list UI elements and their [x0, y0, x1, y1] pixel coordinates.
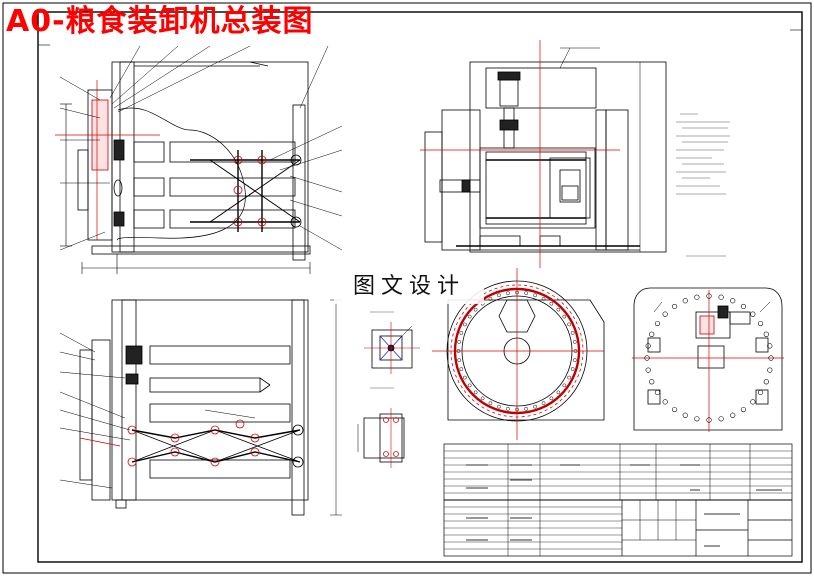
ring-bolt-hole — [562, 314, 567, 319]
side-view — [420, 40, 667, 268]
ring-bolt-hole — [459, 367, 464, 371]
bolt-hole — [750, 399, 756, 405]
ring-bolt-hole — [467, 314, 472, 319]
bolt-hole — [730, 412, 736, 418]
bolt-hole — [662, 311, 668, 317]
ring-bolt-hole — [572, 339, 577, 344]
bolt-hole — [767, 367, 773, 373]
ring-bolt-hole — [556, 307, 561, 312]
bolt-hole — [645, 343, 651, 349]
top-view — [59, 299, 342, 516]
base-plate-view — [632, 287, 784, 432]
bolt-hole — [740, 303, 747, 310]
ring-bolt-hole — [562, 383, 567, 388]
ring-bolt-hole — [570, 331, 575, 335]
bolt-hole — [767, 343, 773, 349]
ring-bolt-hole — [457, 339, 462, 344]
watermark-text: 图文设计 — [334, 270, 484, 304]
bolt-hole — [644, 355, 650, 361]
ring-bolt-hole — [549, 396, 554, 401]
ring-bolt-hole — [549, 301, 554, 306]
ring-bolt-hole — [524, 406, 529, 411]
ring-bolt-hole — [556, 390, 561, 395]
ring-bolt-hole — [473, 390, 478, 395]
bolt-hole — [763, 331, 769, 337]
bolt-hole — [757, 389, 764, 396]
ring-bolt-hole — [567, 322, 571, 327]
ring-bolt-hole — [505, 406, 510, 411]
bolt-hole — [662, 399, 668, 405]
ring-bolt-hole — [515, 290, 519, 295]
bolt-hole — [694, 416, 700, 422]
bolt-hole — [654, 389, 661, 396]
bolt-hole — [750, 311, 756, 317]
ring-bolt-hole — [457, 358, 462, 363]
ring-bolt-hole — [497, 293, 501, 298]
ring-bolt-hole — [459, 331, 464, 335]
bolt-hole — [671, 303, 678, 310]
bolt-hole — [694, 294, 700, 300]
view-label-marks — [370, 255, 726, 389]
technical-notes — [676, 113, 730, 195]
ring-bolt-hole — [456, 349, 461, 353]
bolt-hole — [730, 298, 736, 304]
ring-bolt-hole — [567, 375, 571, 380]
ring-bolt-hole — [488, 297, 493, 301]
bom-table-rows — [444, 450, 792, 550]
bolt-hole — [706, 417, 712, 423]
detail-view-2 — [357, 408, 405, 468]
bolt-hole — [706, 293, 712, 299]
ring-bolt-hole — [463, 375, 467, 380]
bolt-hole — [763, 379, 769, 385]
bolt-hole — [649, 379, 655, 385]
bom-cell-marks — [466, 464, 782, 547]
bolt-hole — [718, 294, 724, 300]
ring-bolt-hole — [467, 383, 472, 388]
bolt-hole — [682, 412, 688, 418]
bolt-hole — [654, 320, 661, 327]
detail-view-1 — [364, 322, 420, 374]
ring-bolt-hole — [497, 404, 501, 409]
bolt-hole — [768, 355, 774, 361]
bolt-hole — [718, 416, 724, 422]
bolt-hole — [757, 320, 764, 327]
ring-bolt-hole — [463, 322, 467, 327]
slewing-ring-view — [432, 268, 605, 440]
bolt-hole — [645, 367, 651, 373]
ring-bolt-hole — [505, 291, 510, 296]
ring-bolt-hole — [533, 293, 537, 298]
bolt-hole — [740, 406, 747, 413]
ring-bolt-hole — [524, 291, 529, 296]
bolt-hole — [649, 331, 655, 337]
bolt-hole — [682, 298, 688, 304]
ring-bolt-hole — [515, 407, 519, 412]
ring-bolt-hole — [480, 396, 485, 401]
ring-bolt-hole — [473, 307, 478, 312]
front-view — [55, 45, 343, 274]
ring-bolt-hole — [572, 358, 577, 363]
ring-bolt-hole — [488, 401, 493, 405]
title-block — [443, 443, 793, 557]
base-plate-bolt-holes — [644, 293, 774, 423]
ring-bolt-hole — [573, 349, 578, 353]
ring-bolt-hole — [541, 401, 546, 405]
ring-bolt-hole — [570, 367, 575, 371]
drawing-title: A0-粮食装卸机总装图 — [6, 4, 314, 39]
bolt-hole — [671, 406, 678, 413]
ring-bolt-hole — [541, 297, 546, 301]
ring-bolt-hole — [533, 404, 537, 409]
